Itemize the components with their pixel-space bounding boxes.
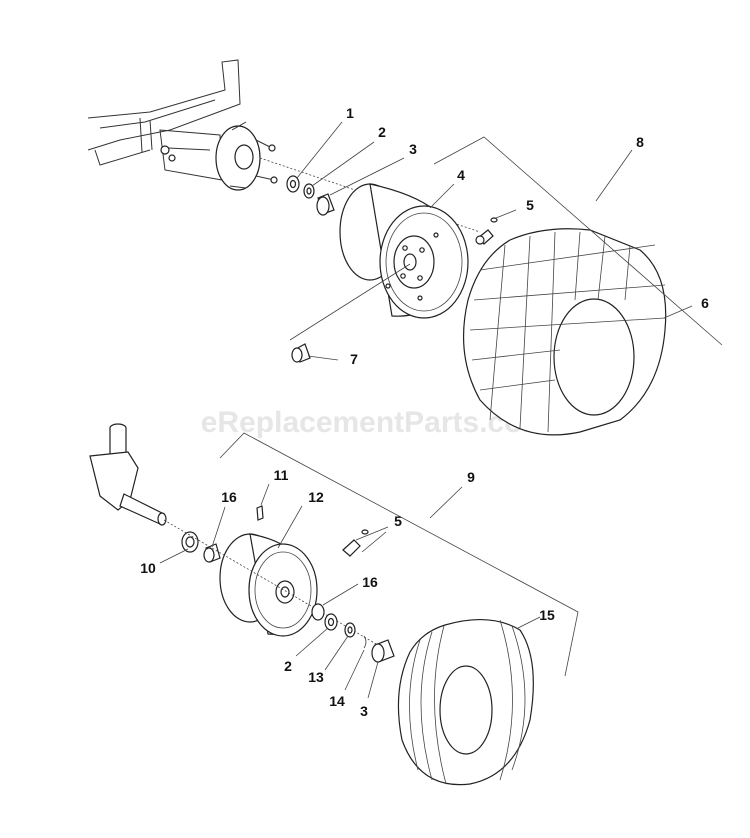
- part-14-clip: [363, 635, 367, 649]
- callout-3-b: 3: [360, 703, 368, 719]
- part-12-rim: [219, 533, 318, 637]
- spindle: [89, 423, 167, 526]
- callout-16-a: 16: [221, 489, 237, 505]
- callout-10: 10: [140, 560, 156, 576]
- hub: [215, 121, 278, 191]
- part-15-tire: [397, 618, 534, 786]
- part-5-valve: [475, 217, 498, 245]
- part-16-bushing-b: [311, 603, 325, 621]
- part-2-ring: [303, 183, 315, 199]
- part-3-bushing-b: [371, 639, 395, 663]
- part-6-tire: [462, 228, 667, 436]
- callout-12: 12: [308, 489, 324, 505]
- part-13-washer: [344, 622, 356, 638]
- part-16-bushing-a: [203, 543, 221, 563]
- callout-4: 4: [457, 167, 465, 183]
- callout-14: 14: [329, 693, 345, 709]
- callout-3: 3: [409, 141, 417, 157]
- callout-7: 7: [350, 351, 358, 367]
- part-2-washer-b: [324, 613, 338, 631]
- frame-axle: [87, 59, 241, 181]
- part-3-bushing: [316, 193, 335, 216]
- callout-5-b: 5: [394, 513, 402, 529]
- callout-9: 9: [467, 469, 475, 485]
- part-5-valve-b: [342, 529, 369, 557]
- callout-13: 13: [308, 669, 324, 685]
- part-4-rim: [339, 183, 469, 319]
- part-1-washer: [286, 175, 300, 193]
- callout-8: 8: [636, 134, 644, 150]
- lower-leader-lines: [159, 432, 579, 699]
- part-11-fitting: [256, 505, 264, 521]
- callout-5: 5: [526, 197, 534, 213]
- upper-leader-lines: [289, 121, 723, 361]
- callout-1: 1: [346, 105, 354, 121]
- callout-2: 2: [378, 124, 386, 140]
- part-7-cap: [291, 343, 311, 363]
- callout-16-b: 16: [362, 574, 378, 590]
- callout-2-b: 2: [284, 658, 292, 674]
- callout-6: 6: [701, 295, 709, 311]
- part-10-bearing: [181, 531, 199, 553]
- callout-11: 11: [274, 467, 289, 483]
- callout-labels: 1 2 3 4 5 6 7 8 9 10 11 12 16 5 16 2 13 …: [140, 105, 709, 719]
- callout-15: 15: [539, 607, 555, 623]
